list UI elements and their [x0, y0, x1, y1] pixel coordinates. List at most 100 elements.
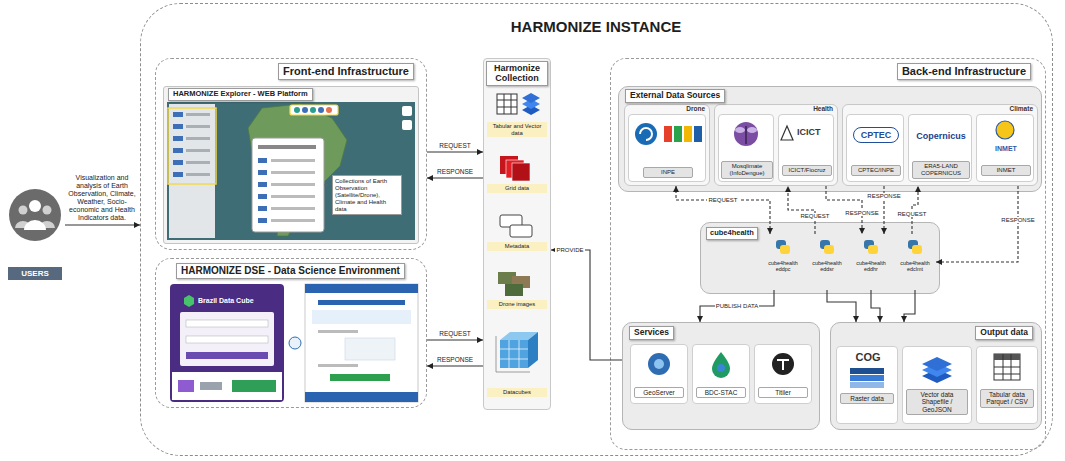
users-icon [9, 189, 61, 241]
source-card: Mosqlimate (InfoDengue) [718, 114, 774, 182]
service-icons [648, 352, 794, 378]
source-label: Raster data [840, 393, 894, 404]
connector-label: RESPONSE [866, 193, 901, 200]
connector [427, 177, 483, 178]
source-label: ERA5-LAND COPERNICUS [912, 161, 970, 179]
output-card: Vector data Shapefile / GeoJSON [902, 346, 972, 424]
logo-text: INMET [981, 145, 1031, 153]
connector [871, 290, 880, 322]
connector-label: RESPONSE [844, 210, 879, 217]
connector-label: PROVIDE [555, 247, 584, 254]
source-label: Mosqlimate (InfoDengue) [721, 161, 773, 179]
connector-label: RESPONSE [436, 168, 474, 175]
logo-text: CPTEC [853, 127, 899, 143]
connector-label: REQUEST [438, 330, 471, 337]
source-label: Titiler [758, 387, 808, 398]
output-panel: COG Raster data Vector data Shapefile / Ge… [830, 322, 1042, 430]
source-card: CopernicusERA5-LAND COPERNICUS [908, 114, 972, 182]
output-icons [850, 354, 1020, 388]
source-group: CPTEC CPTEC/INPE CopernicusERA5-LAND COPER… [842, 104, 1038, 186]
source-label: ICICT/Fiocruz [782, 165, 832, 176]
group-heading: Climate [1010, 105, 1033, 112]
source-logos [635, 121, 1014, 146]
collection-item: Tabular and Vector data [487, 90, 547, 148]
collection-item: Datacubes [487, 328, 547, 404]
connector-label: RESPONSE [436, 356, 474, 363]
connector [788, 186, 815, 234]
source-label: Tabular data Parquet / CSV [980, 389, 1034, 408]
connector [551, 250, 622, 360]
source-label: Vector data Shapefile / GeoJSON [906, 389, 968, 415]
node-label: cube4health edclmt [894, 260, 936, 272]
section-heading: cube4health [706, 227, 758, 240]
user-group: USERS [5, 175, 65, 285]
services-panel: GeoServer BDC-STAC Titiler Services [622, 322, 820, 430]
connector-label: REQUEST [799, 213, 830, 220]
connector-label: Visualization and analysis of Earth Obse… [64, 174, 140, 222]
source-label: INMET [981, 165, 1031, 176]
section-heading: Harmonize Collection [486, 61, 548, 86]
frontend-region: HARMONIZE Explorer - WEB PlatformCollect… [155, 58, 427, 250]
screen-text: Brazil Data Cube [198, 297, 254, 305]
cube4health-node: cube4health eddpc [762, 234, 804, 290]
user-label: USERS [8, 267, 62, 280]
collection-item: Grid data [487, 152, 547, 208]
logo-text: COG [841, 351, 895, 364]
service-card: Titiler [754, 344, 812, 404]
diagram-title: HARMONIZE INSTANCE [141, 18, 1051, 35]
section-heading: Front-end Infrastructure [278, 63, 414, 80]
connector-label: PUBLISH DATA [715, 303, 759, 310]
section-heading: Services [629, 326, 674, 340]
logo-text: ICICT [797, 127, 821, 137]
collection-icons [496, 93, 540, 372]
collection-item: Metadata [487, 212, 547, 264]
section-heading: HARMONIZE DSE - Data Science Environment [176, 263, 405, 279]
connector-label: REQUEST [438, 142, 471, 149]
cube4health-panel: cube4health eddpccube4health eddsrcube4h… [700, 222, 940, 294]
web-platform: HARMONIZE Explorer - WEB PlatformCollect… [163, 86, 419, 244]
item-label: Drone images [487, 300, 547, 309]
collection-column: Tabular and Vector dataGrid dataMetadata… [483, 58, 551, 410]
node-label: cube4health eddpc [762, 260, 804, 272]
cube4health-node: cube4health eddhr [850, 234, 892, 290]
source-label: BDC-STAC [696, 387, 746, 398]
source-group: Mosqlimate (InfoDengue) ICICT ICICT/Fiocru… [714, 104, 838, 186]
section-heading: External Data Sources [625, 89, 725, 103]
node-label: cube4health eddhr [850, 260, 892, 272]
connector [427, 365, 483, 366]
connector-label: REQUEST [707, 197, 738, 204]
collection-item: Drone images [487, 268, 547, 324]
dse-screenshots [170, 284, 418, 402]
output-card: COG Raster data [836, 346, 898, 424]
connector-label: REQUEST [896, 211, 927, 218]
source-card: INMET INMET [976, 114, 1034, 182]
external-sources-panel: INPEDroneMosqlimate (InfoDengue)ICICTICI… [618, 86, 1042, 192]
service-card: GeoServer [630, 344, 688, 404]
group-heading: Drone [686, 105, 705, 112]
connector [700, 290, 774, 322]
connector [676, 186, 770, 234]
item-label: Metadata [487, 242, 547, 251]
source-card: INPE [628, 114, 706, 182]
source-label: INPE [643, 167, 693, 178]
section-heading: HARMONIZE Explorer - WEB Platform [168, 88, 313, 101]
connector [65, 224, 140, 225]
cube4health-node: cube4health eddsr [806, 234, 848, 290]
connector [427, 151, 483, 152]
source-label: GeoServer [634, 387, 684, 398]
item-label: Grid data [487, 184, 547, 193]
cube4health-node: cube4health edclmt [894, 234, 936, 290]
source-group: INPE Drone [624, 104, 710, 186]
node-label: cube4health eddsr [806, 260, 848, 272]
instance-boundary: HARMONIZE Explorer - WEB PlatformCollect… [140, 3, 1053, 456]
connector [427, 339, 483, 340]
connector [904, 290, 915, 322]
source-card: ICICT ICICT/Fiocruz [778, 114, 834, 182]
item-label: Tabular and Vector data [487, 122, 547, 137]
source-label: CPTEC/INPE [851, 165, 901, 176]
backend-region: INPEDroneMosqlimate (InfoDengue)ICICTICI… [610, 58, 1046, 450]
connector-label: RESPONSE [1000, 217, 1035, 224]
section-heading: Back-end Infrastructure [897, 63, 1031, 80]
service-card: BDC-STAC [692, 344, 750, 404]
connector [827, 290, 856, 322]
